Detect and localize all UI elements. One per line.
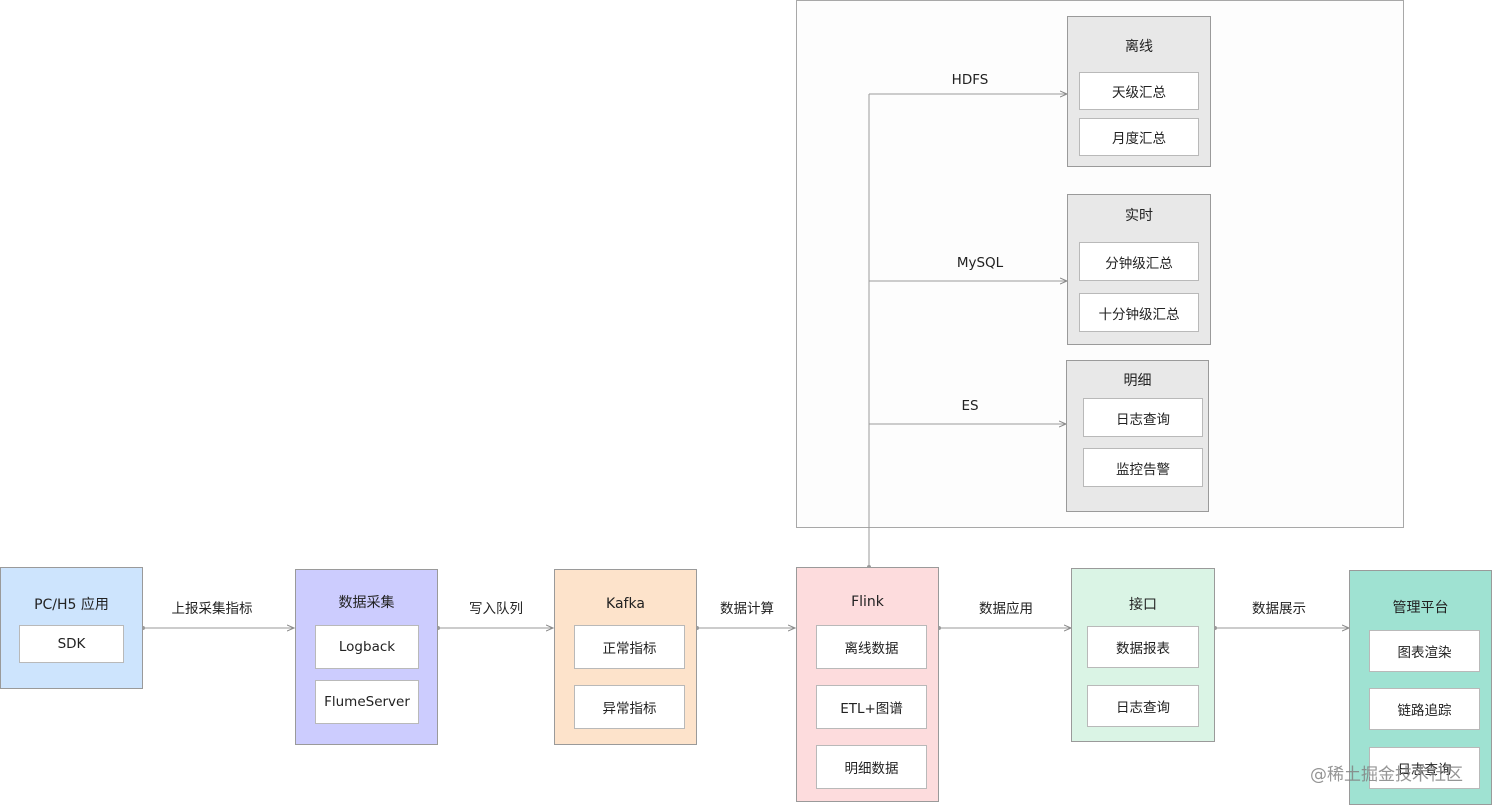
item-normal-metrics: 正常指标 bbox=[574, 625, 685, 669]
item-etl-graph: ETL+图谱 bbox=[816, 685, 927, 729]
group-offline: 离线 天级汇总 月度汇总 bbox=[1067, 16, 1211, 167]
item-chart-render: 图表渲染 bbox=[1369, 630, 1480, 672]
watermark: @稀土掘金技术社区 bbox=[1310, 765, 1463, 785]
group-management-platform: 管理平台 图表渲染 链路追踪 日志查询 bbox=[1349, 570, 1492, 805]
group-title: 接口 bbox=[1129, 597, 1157, 613]
item-ten-minute-summary: 十分钟级汇总 bbox=[1079, 293, 1199, 332]
flow-label-write-queue: 写入队列 bbox=[469, 601, 523, 617]
group-title: 明细 bbox=[1123, 373, 1152, 389]
group-data-collection: 数据采集 Logback FlumeServer bbox=[295, 569, 438, 745]
item-flumeserver: FlumeServer bbox=[315, 680, 419, 724]
item-sdk: SDK bbox=[19, 625, 124, 663]
group-pc-h5-app: PC/H5 应用 SDK bbox=[0, 567, 143, 689]
group-detail: 明细 日志查询 监控告警 bbox=[1066, 360, 1209, 512]
item-log-query: 日志查询 bbox=[1369, 747, 1480, 789]
item-abnormal-metrics: 异常指标 bbox=[574, 685, 685, 729]
group-title: Flink bbox=[851, 594, 884, 610]
item-minute-summary: 分钟级汇总 bbox=[1079, 242, 1199, 281]
item-trace: 链路追踪 bbox=[1369, 688, 1480, 730]
item-log-query: 日志查询 bbox=[1083, 398, 1203, 437]
group-title: 数据采集 bbox=[338, 595, 395, 611]
group-realtime: 实时 分钟级汇总 十分钟级汇总 bbox=[1067, 194, 1211, 345]
group-flink: Flink 离线数据 ETL+图谱 明细数据 bbox=[796, 567, 939, 802]
storage-label-mysql: MySQL bbox=[956, 255, 1004, 271]
group-kafka: Kafka 正常指标 异常指标 bbox=[554, 569, 697, 745]
item-monitor-alert: 监控告警 bbox=[1083, 448, 1203, 487]
item-detail-data: 明细数据 bbox=[816, 745, 927, 789]
group-title: Kafka bbox=[606, 596, 645, 612]
flow-label-display: 数据展示 bbox=[1252, 601, 1306, 617]
flow-label-apply: 数据应用 bbox=[979, 601, 1033, 617]
item-data-report: 数据报表 bbox=[1087, 626, 1199, 668]
group-title: 实时 bbox=[1125, 208, 1153, 224]
group-title: 离线 bbox=[1125, 39, 1153, 55]
flow-label-compute: 数据计算 bbox=[720, 601, 774, 617]
item-logback: Logback bbox=[315, 625, 419, 669]
group-api: 接口 数据报表 日志查询 bbox=[1071, 568, 1215, 742]
storage-label-es: ES bbox=[961, 398, 979, 414]
item-log-query: 日志查询 bbox=[1087, 685, 1199, 727]
item-daily-summary: 天级汇总 bbox=[1079, 72, 1199, 110]
flow-label-report: 上报采集指标 bbox=[171, 601, 253, 617]
storage-label-hdfs: HDFS bbox=[951, 72, 989, 88]
group-title: PC/H5 应用 bbox=[34, 597, 109, 613]
item-offline-data: 离线数据 bbox=[816, 625, 927, 669]
item-monthly-summary: 月度汇总 bbox=[1079, 118, 1199, 156]
group-title: 管理平台 bbox=[1392, 600, 1449, 616]
